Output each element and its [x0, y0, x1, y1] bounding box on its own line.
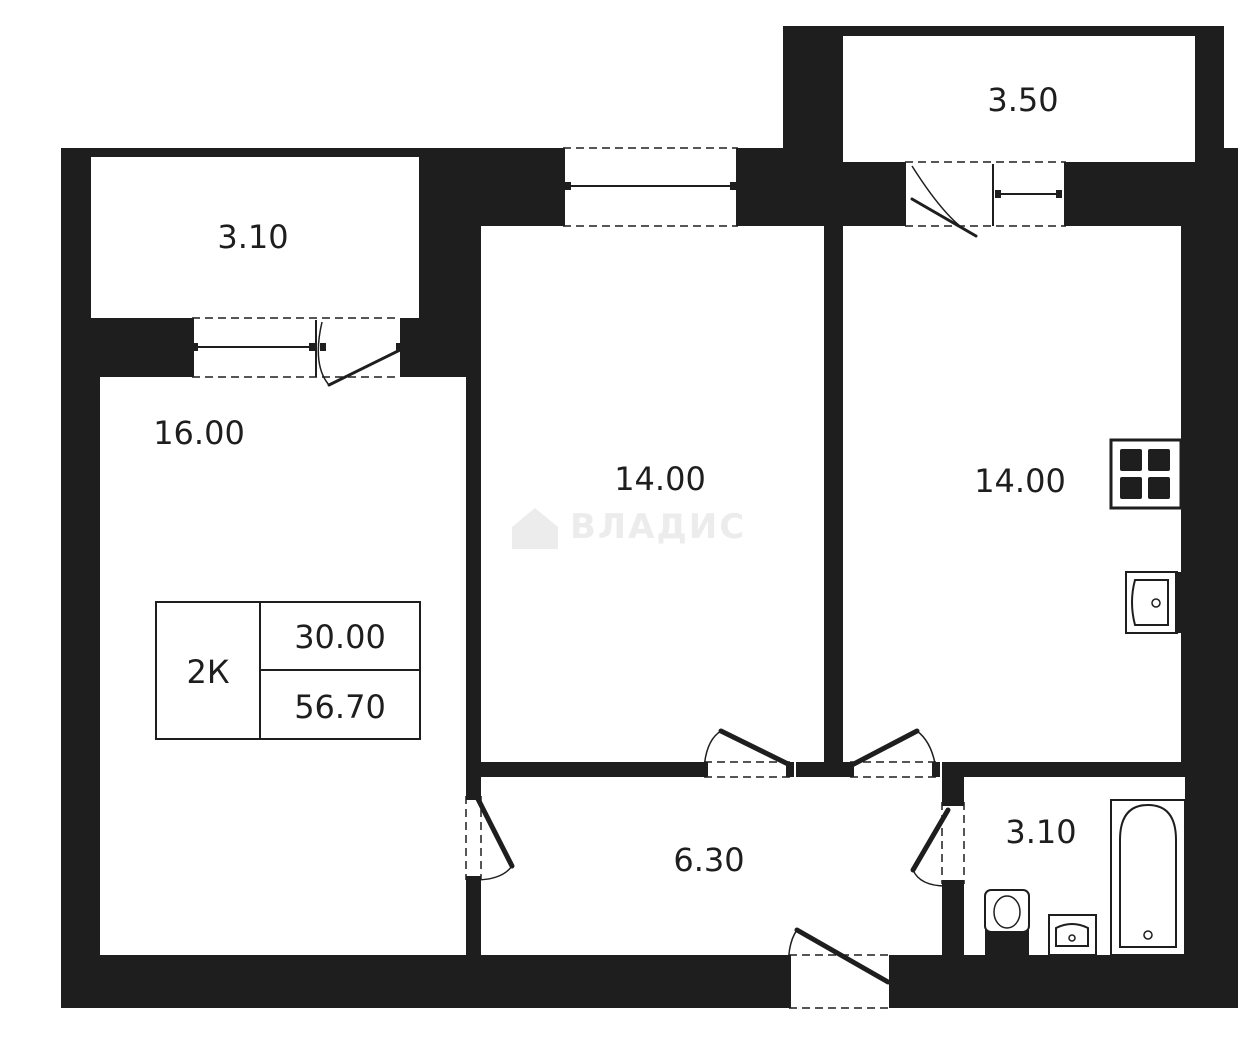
living-area-value: 30.00	[294, 618, 386, 656]
house-logo-icon	[512, 508, 558, 549]
openings	[186, 147, 1073, 387]
area-bedroom: 14.00	[614, 460, 706, 498]
area-hallway: 6.30	[673, 841, 744, 879]
balcony-left	[91, 157, 419, 318]
bedroom	[481, 226, 824, 762]
hallway	[481, 777, 942, 955]
apartment-summary-badge: 2К 30.00 56.70	[155, 601, 421, 740]
toilet-icon	[984, 889, 1030, 955]
total-area-value: 56.70	[294, 688, 386, 726]
area-kitchen: 14.00	[974, 462, 1066, 500]
watermark-text: ВЛАДИС	[570, 507, 746, 547]
stove-icon	[1109, 438, 1183, 510]
interior-doors	[465, 728, 965, 1009]
bathtub-icon	[1110, 799, 1186, 956]
balcony-right	[843, 36, 1195, 162]
area-bathroom: 3.10	[1005, 813, 1076, 851]
apartment-type: 2К	[186, 653, 229, 691]
area-balcony-left: 3.10	[217, 218, 288, 256]
bathroom-sink-icon	[1048, 914, 1097, 956]
watermark: ВЛАДИС	[512, 507, 746, 549]
area-balcony-right: 3.50	[987, 81, 1058, 119]
area-living-room: 16.00	[153, 414, 245, 452]
kitchen-sink-icon	[1125, 571, 1183, 634]
